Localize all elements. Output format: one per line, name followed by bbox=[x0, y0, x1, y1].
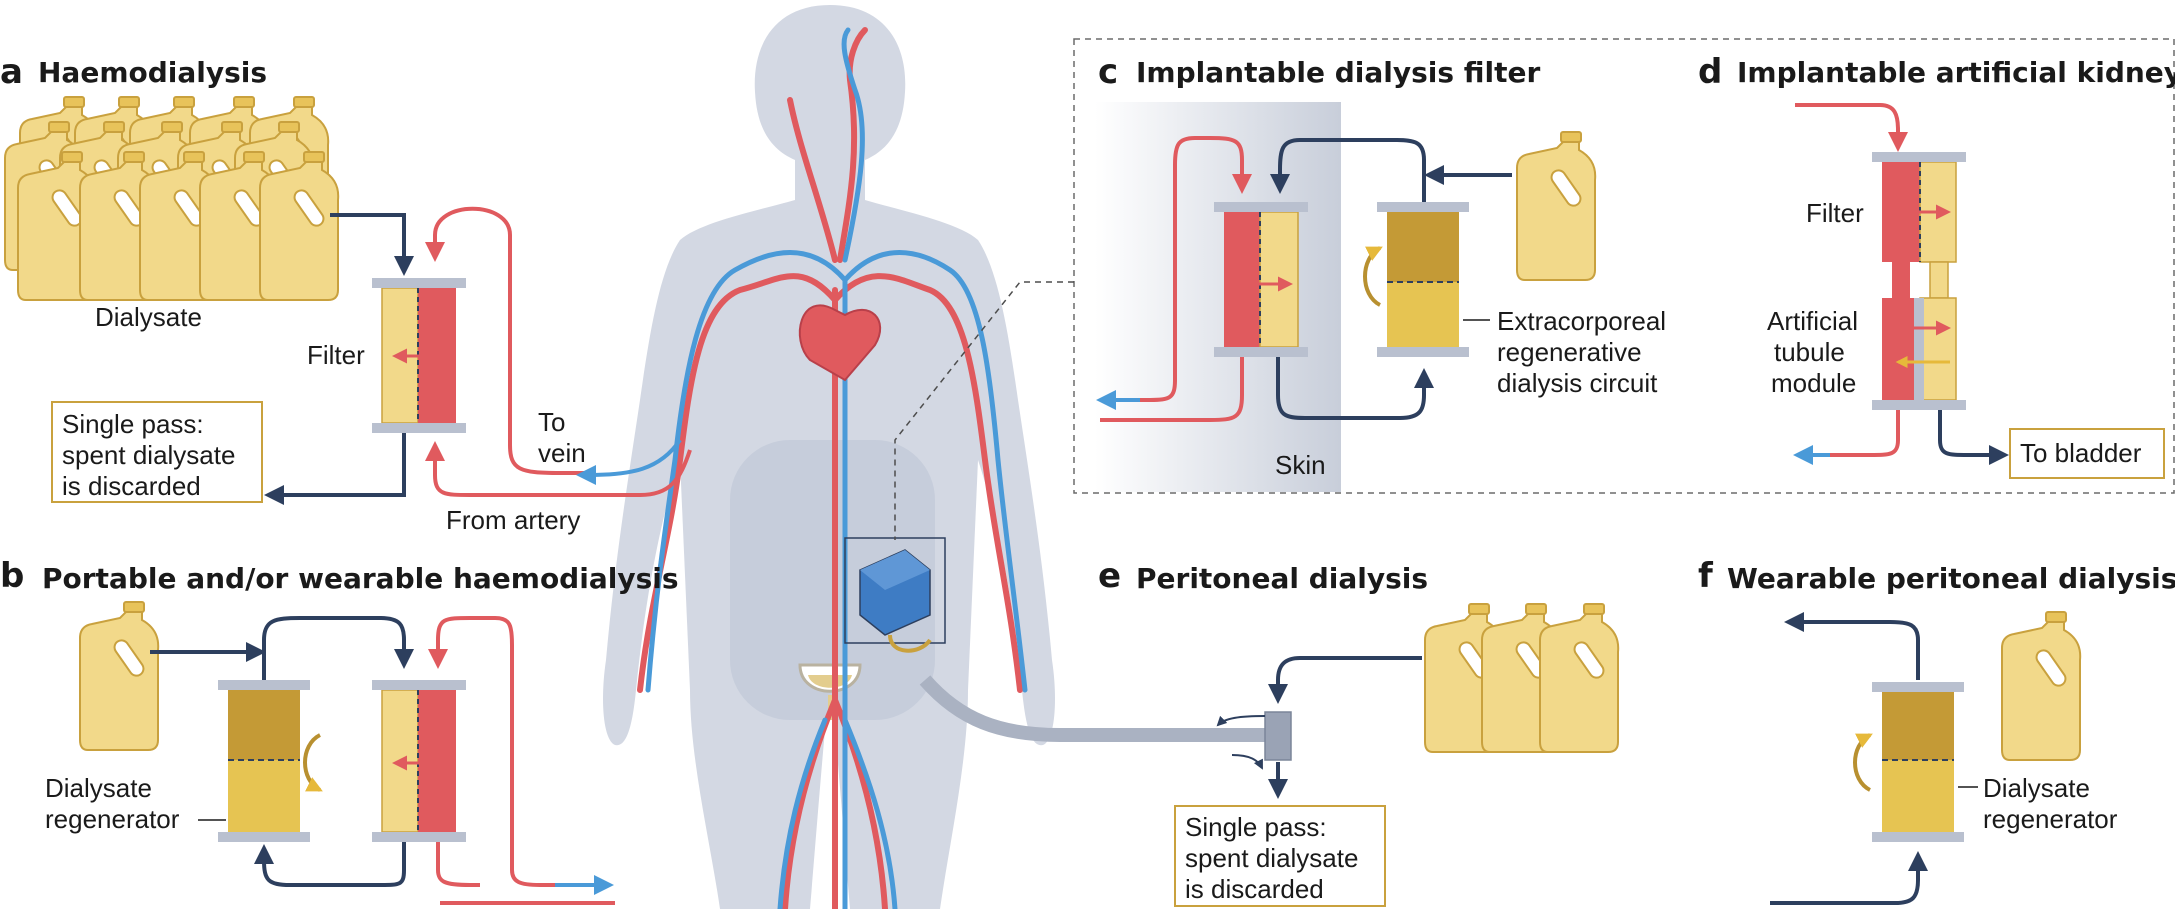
panel-letter: e bbox=[1098, 556, 1121, 596]
peritoneal-catheter bbox=[919, 675, 1270, 742]
regenerator-b bbox=[218, 680, 323, 842]
tubule-label-2: tubule bbox=[1774, 337, 1845, 367]
skin-layer bbox=[1095, 102, 1341, 492]
single-pass-line-3: is discarded bbox=[62, 471, 201, 501]
panel-d: d Implantable artificial kidney Filter A… bbox=[1698, 52, 2175, 479]
filter-d-label: Filter bbox=[1806, 198, 1864, 228]
panel-letter: b bbox=[0, 556, 24, 596]
tubule-module-d bbox=[1872, 297, 1966, 410]
single-pass-line-1: Single pass: bbox=[1185, 812, 1327, 842]
to-bladder-label: To bladder bbox=[2020, 438, 2142, 468]
zoom-callout-line bbox=[894, 281, 1074, 540]
single-pass-box-e bbox=[1174, 805, 1386, 907]
from-artery-label: From artery bbox=[446, 505, 580, 535]
panel-title: Haemodialysis bbox=[38, 56, 267, 89]
tubule-label-3: module bbox=[1771, 368, 1856, 398]
filter-a bbox=[372, 278, 466, 433]
regenerator-f-label-1: Dialysate bbox=[1983, 773, 2090, 803]
dialysate-jug bbox=[2001, 611, 2082, 761]
filter-b bbox=[372, 680, 466, 842]
regenerator-f bbox=[1853, 682, 1964, 842]
dialysate-jugs-e bbox=[1424, 603, 1620, 753]
filter-c bbox=[1214, 202, 1308, 357]
single-pass-line-3: is discarded bbox=[1185, 874, 1324, 904]
regenerator-c bbox=[1363, 202, 1469, 357]
valve-connector bbox=[1264, 711, 1292, 761]
extracorporeal-label-1: Extracorporeal bbox=[1497, 306, 1666, 336]
regenerator-label-1: Dialysate bbox=[45, 773, 152, 803]
panel-c: c Implantable dialysis filter Skin bbox=[1095, 52, 1666, 492]
tubule-label-1: Artificial bbox=[1767, 306, 1858, 336]
panel-letter: a bbox=[0, 52, 23, 92]
regenerator-f-label-2: regenerator bbox=[1983, 804, 2118, 834]
panel-e: e Peritoneal dialysis Single pass: spent… bbox=[1098, 556, 1620, 907]
extracorporeal-label-3: dialysis circuit bbox=[1497, 368, 1658, 398]
single-pass-line-1: Single pass: bbox=[62, 409, 204, 439]
single-pass-line-2: spent dialysate bbox=[1185, 843, 1358, 873]
heart-icon bbox=[798, 304, 882, 382]
implant-panels-frame bbox=[1073, 38, 2175, 494]
filter-label: Filter bbox=[307, 340, 365, 370]
skin-label: Skin bbox=[1275, 450, 1326, 480]
panel-b: b Portable and/or wearable haemodialysis bbox=[0, 556, 679, 905]
human-body bbox=[603, 5, 1270, 909]
regenerator-label-2: regenerator bbox=[45, 804, 180, 834]
to-vein-label-2: vein bbox=[538, 438, 586, 468]
panel-title: Implantable artificial kidney bbox=[1737, 56, 2175, 89]
single-pass-box-a bbox=[51, 401, 263, 503]
to-bladder-box bbox=[2009, 428, 2165, 479]
filter-d bbox=[1872, 152, 1966, 299]
panel-title: Portable and/or wearable haemodialysis bbox=[42, 562, 679, 595]
dialysate-label: Dialysate bbox=[95, 302, 202, 332]
dialysate-jugs bbox=[4, 96, 340, 301]
panel-title: Implantable dialysis filter bbox=[1136, 56, 1541, 89]
panel-title: Peritoneal dialysis bbox=[1136, 562, 1428, 595]
to-vein-label-1: To bbox=[538, 407, 565, 437]
panel-letter: c bbox=[1098, 52, 1118, 92]
extracorporeal-label-2: regenerative bbox=[1497, 337, 1642, 367]
panel-a: a Haemodialysis Dialysate Filter Single … bbox=[0, 52, 692, 535]
panel-letter: f bbox=[1698, 556, 1714, 596]
panel-f: f Wearable peritoneal dialysis Dialysate… bbox=[1698, 556, 2175, 905]
dialysate-jug bbox=[1516, 131, 1597, 281]
panel-title: Wearable peritoneal dialysis bbox=[1727, 562, 2175, 595]
panel-letter: d bbox=[1698, 52, 1722, 92]
single-pass-line-2: spent dialysate bbox=[62, 440, 235, 470]
dialysate-jug bbox=[79, 601, 160, 751]
